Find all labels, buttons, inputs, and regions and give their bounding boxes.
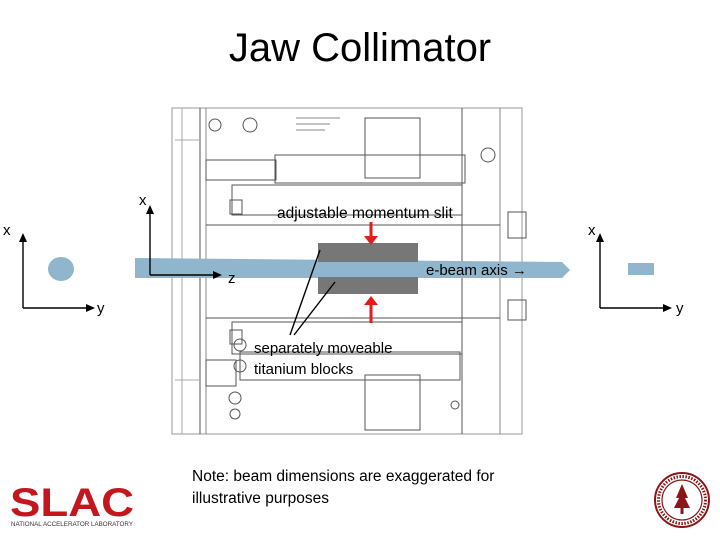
beam-axis-label: e-beam axis → <box>426 262 527 279</box>
slac-wordmark: SLAC <box>10 482 134 525</box>
axis-label-right-x: x <box>588 222 596 239</box>
axis-label-left-y: y <box>97 300 105 317</box>
footnote: Note: beam dimensions are exaggerated fo… <box>192 466 592 510</box>
axis-label-center-x: x <box>139 192 147 209</box>
slit-label: adjustable momentum slit <box>277 205 453 222</box>
slac-subtitle: NATIONAL ACCELERATOR LABORATORY <box>11 521 134 528</box>
footnote-line1: Note: beam dimensions are exaggerated fo… <box>192 468 495 485</box>
slide-title: Jaw Collimator <box>228 26 492 70</box>
axis-label-left-x: x <box>3 222 11 239</box>
axis-label-right-y: y <box>676 300 684 317</box>
axis-label-center-z: z <box>228 270 236 287</box>
beam-pipe <box>135 258 570 278</box>
upper-titanium-block <box>318 243 418 262</box>
jaw-motion-arrows <box>364 222 378 323</box>
blocks-label-line1: separately moveable <box>254 340 393 357</box>
lower-titanium-block <box>318 277 418 294</box>
axes-left <box>19 233 95 312</box>
callout-lines <box>289 249 336 336</box>
axes-center <box>146 205 222 279</box>
university-seal-icon <box>654 472 710 528</box>
beam-cross-section-left <box>48 257 74 281</box>
slac-logo: SLAC NATIONAL ACCELERATOR LABORATORY <box>10 482 134 528</box>
blocks-label-line2: titanium blocks <box>254 361 354 378</box>
footnote-line2: illustrative purposes <box>192 490 329 507</box>
axes-right <box>596 233 672 312</box>
blocks-label: separately moveable titanium blocks <box>254 338 392 380</box>
beam-cross-section-right <box>628 263 654 275</box>
engineering-drawing <box>171 107 527 435</box>
